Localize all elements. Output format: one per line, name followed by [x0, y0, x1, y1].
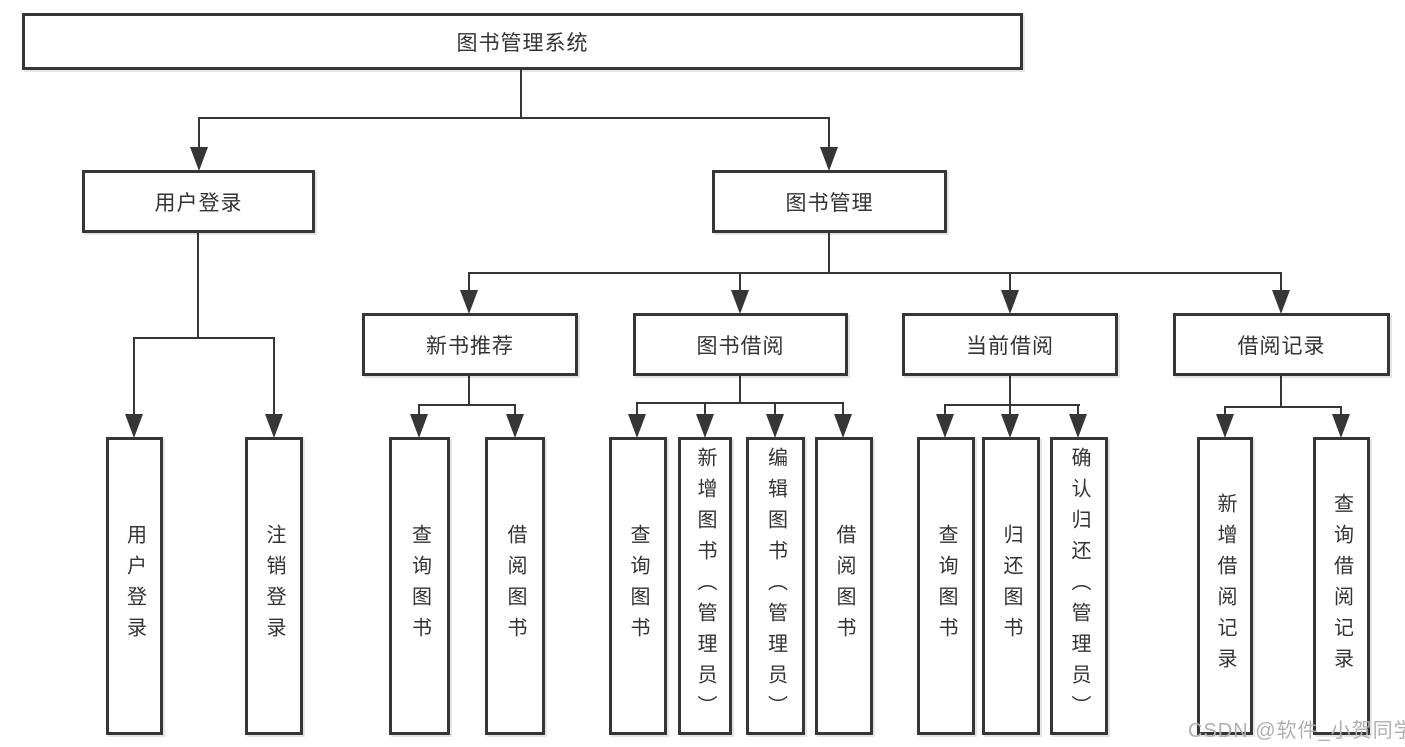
connector-stem-user-login [198, 117, 200, 148]
csdn-watermark: CSDN @软件_小贺同学 [1188, 720, 1405, 742]
connector-stem-br-query [1340, 406, 1342, 416]
connector-stem-bb-query [636, 402, 638, 416]
leaf-currentborrow-query-label: 查询图书 [935, 524, 957, 648]
arrow-br-query [1332, 414, 1350, 438]
connector-userlogin-trunk [197, 233, 199, 337]
leaf-bookborrow-edit-label: 编辑图书（管理员） [764, 446, 787, 726]
node-user-login: 用户登录 [82, 170, 315, 233]
node-book-borrow-label: 图书借阅 [696, 334, 785, 358]
leaf-records-add-label: 新增借阅记录 [1214, 493, 1236, 679]
leaf-records-add: 新增借阅记录 [1197, 437, 1253, 735]
leaf-logout-label: 注销登录 [263, 524, 285, 648]
arrow-book-borrow [731, 290, 749, 314]
leaf-user-login-label: 用户登录 [123, 524, 146, 648]
node-current-borrow-label: 当前借阅 [966, 334, 1054, 358]
leaf-records-query: 查询借阅记录 [1313, 437, 1370, 735]
leaf-currentborrow-confirm: 确认归还（管理员） [1050, 437, 1108, 735]
connector-stem-bb-borrow [842, 402, 844, 416]
arrow-bb-query [628, 414, 646, 438]
leaf-bookborrow-query: 查询图书 [609, 437, 667, 735]
connector-stem-cb-confirm [1077, 404, 1079, 416]
arrow-cb-confirm [1069, 414, 1087, 438]
node-root: 图书管理系统 [22, 13, 1023, 70]
connector-userlogin-hbar [133, 337, 275, 339]
node-borrow-records: 借阅记录 [1173, 313, 1390, 376]
connector-stem-leaf-logout [273, 337, 275, 415]
leaf-bookborrow-edit: 编辑图书（管理员） [746, 437, 805, 735]
connector-currentborrow-hbar [944, 404, 1080, 406]
connector-borrowrecords-hbar [1224, 406, 1342, 408]
node-book-borrow: 图书借阅 [633, 313, 848, 376]
arrow-book-mgmt [820, 147, 838, 171]
leaf-bookborrow-borrow: 借阅图书 [815, 437, 873, 735]
leaf-newbooks-borrow: 借阅图书 [485, 437, 545, 735]
connector-bookborrow-hbar [636, 402, 844, 404]
connector-currentborrow-trunk [1009, 376, 1011, 406]
connector-stem-book-borrow [739, 272, 741, 292]
connector-stem-br-add [1224, 406, 1226, 416]
node-borrow-records-label: 借阅记录 [1237, 334, 1326, 358]
connector-stem-leaf-login [133, 337, 135, 415]
node-new-books: 新书推荐 [362, 313, 578, 376]
node-book-mgmt: 图书管理 [712, 170, 947, 233]
connector-bookborrow-trunk [739, 376, 741, 404]
leaf-currentborrow-return: 归还图书 [982, 437, 1040, 735]
leaf-bookborrow-add: 新增图书（管理员） [678, 437, 732, 735]
connector-stem-bb-add [704, 402, 706, 416]
arrow-bb-add [696, 414, 714, 438]
leaf-records-query-label: 查询借阅记录 [1330, 493, 1353, 679]
arrow-bb-edit [766, 414, 784, 438]
connector-newbooks-hbar [418, 404, 516, 406]
arrow-borrow-records [1272, 290, 1290, 314]
connector-stem-cb-return [1009, 404, 1011, 416]
connector-bookmgmt-trunk [828, 233, 830, 274]
connector-stem-current-borrow [1009, 272, 1011, 292]
arrow-leaf-login [125, 414, 143, 438]
connector-stem-nb-query [418, 404, 420, 416]
leaf-user-login: 用户登录 [106, 437, 163, 735]
leaf-logout: 注销登录 [245, 437, 303, 735]
node-root-label: 图书管理系统 [456, 31, 589, 55]
connector-stem-bb-edit [774, 402, 776, 416]
connector-stem-new-books [468, 272, 470, 292]
connector-stem-cb-query [944, 404, 946, 416]
arrow-bb-borrow [834, 414, 852, 438]
connector-stem-book-mgmt [828, 117, 830, 148]
node-new-books-label: 新书推荐 [426, 334, 514, 358]
connector-borrowrecords-trunk [1280, 376, 1282, 408]
leaf-newbooks-query-label: 查询图书 [408, 524, 431, 648]
connector-bookmgmt-hbar [468, 272, 1282, 274]
node-current-borrow: 当前借阅 [902, 313, 1118, 376]
connector-newbooks-trunk [468, 376, 470, 406]
arrow-nb-query [410, 414, 428, 438]
connector-stem-borrow-records [1280, 272, 1282, 292]
arrow-cb-query [936, 414, 954, 438]
connector-root-hbar [198, 117, 830, 119]
arrow-cb-return [1001, 414, 1019, 438]
arrow-current-borrow [1001, 290, 1019, 314]
leaf-bookborrow-borrow-label: 借阅图书 [833, 524, 855, 648]
leaf-currentborrow-query: 查询图书 [917, 437, 975, 735]
connector-stem-nb-borrow [514, 404, 516, 416]
arrow-user-login [190, 147, 208, 171]
arrow-new-books [460, 290, 478, 314]
leaf-newbooks-borrow-label: 借阅图书 [504, 524, 526, 648]
node-book-mgmt-label: 图书管理 [785, 191, 874, 215]
arrow-br-add [1216, 414, 1234, 438]
leaf-bookborrow-add-label: 新增图书（管理员） [694, 446, 716, 726]
node-user-login-label: 用户登录 [154, 191, 243, 215]
leaf-currentborrow-confirm-label: 确认归还（管理员） [1068, 446, 1090, 726]
connector-root-trunk [520, 70, 522, 118]
arrow-leaf-logout [265, 414, 283, 438]
leaf-bookborrow-query-label: 查询图书 [627, 524, 649, 648]
leaf-currentborrow-return-label: 归还图书 [1000, 524, 1022, 648]
arrow-nb-borrow [506, 414, 524, 438]
leaf-newbooks-query: 查询图书 [389, 437, 450, 735]
